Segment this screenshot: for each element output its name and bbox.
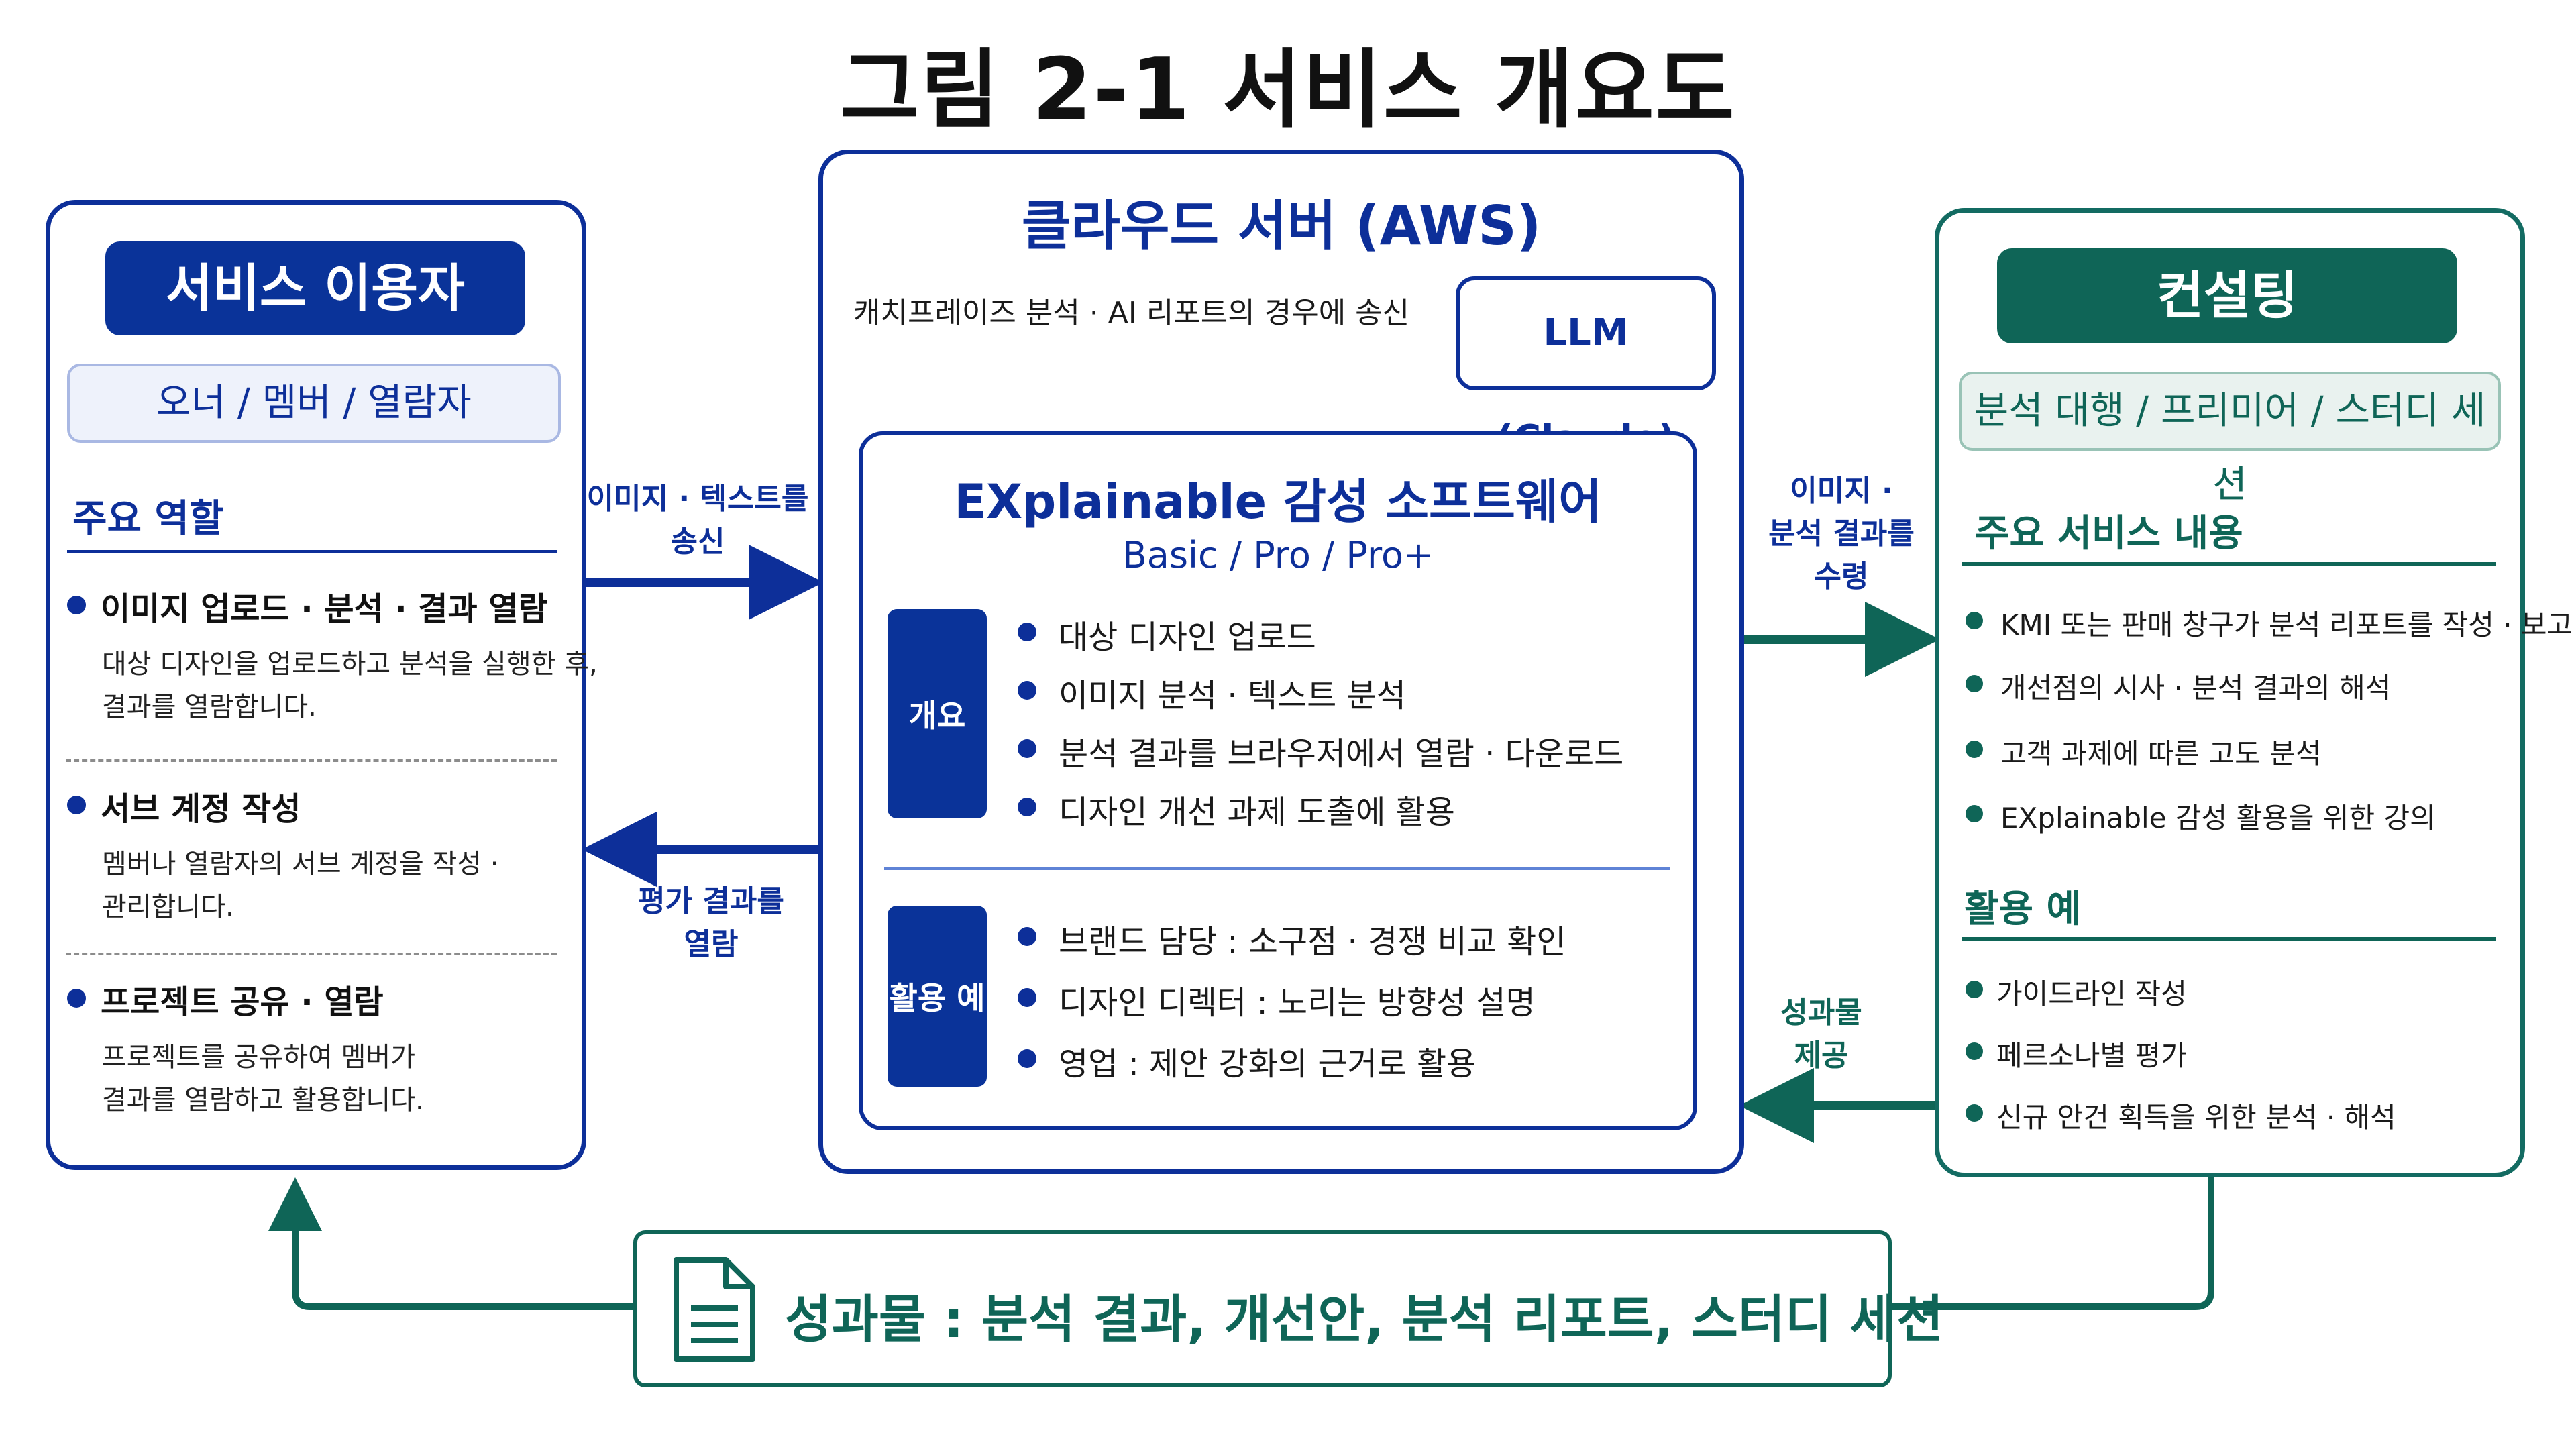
flow-label-line: 평가 결과를 xyxy=(638,884,784,918)
bullet-icon xyxy=(1018,681,1036,700)
llm-send-note: 캐치프레이즈 분석 · AI 리포트의 경우에 송신 xyxy=(853,296,1410,330)
overview-tag-label: 개요 xyxy=(908,698,966,734)
user-item-title: 이미지 업로드 · 분석 · 결과 열람 xyxy=(101,590,548,628)
overview-item: 대상 디자인 업로드 xyxy=(1059,619,1316,656)
outputs-box xyxy=(633,1230,1892,1387)
usage-item: 브랜드 담당 : 소구점 · 경쟁 비교 확인 xyxy=(1059,923,1566,961)
consulting-panel xyxy=(1935,208,2525,1177)
user-item-desc: 대상 디자인을 업로드하고 분석을 실행한 후, xyxy=(102,649,598,680)
flow-label-line: 제공 xyxy=(1794,1038,1849,1073)
flow-label-line: 성과물 xyxy=(1780,996,1862,1030)
user-item-desc: 결과를 열람하고 활용합니다. xyxy=(102,1085,424,1116)
flow-label-line: 분석 결과를 xyxy=(1768,517,1915,551)
user-section-title: 주요 역할 xyxy=(72,497,224,541)
outputs-text: 성과물 : 분석 결과, 개선안, 분석 리포트, 스터디 세션 xyxy=(785,1289,1944,1349)
flow-label-line: 열람 xyxy=(684,927,739,961)
bullet-icon xyxy=(67,796,86,814)
consult-service-item: 고객 과제에 따른 고도 분석 xyxy=(2000,737,2322,770)
overview-item: 이미지 분석 · 텍스트 분석 xyxy=(1059,677,1406,714)
user-item-title: 서브 계정 작성 xyxy=(101,790,301,828)
consult-service-item: EXplainable 감성 활용을 위한 강의 xyxy=(2000,802,2436,835)
flow-label-line: 이미지 · 텍스트를 xyxy=(586,482,809,516)
consulting-services-pill: 분석 대행 / 프리미어 / 스터디 세션 xyxy=(1959,372,2501,506)
service-user-panel xyxy=(46,200,586,1170)
bullet-icon xyxy=(1966,741,1983,758)
flow-label-line: 송신 xyxy=(670,525,725,559)
document-icon xyxy=(674,1257,755,1362)
user-item-desc: 프로젝트를 공유하여 멤버가 xyxy=(102,1042,416,1073)
overview-item: 분석 결과를 브라우저에서 열람 · 다운로드 xyxy=(1059,735,1624,773)
arrow-outputs-to-user xyxy=(268,1177,633,1310)
flow-label-cloud-to-user: 평가 결과를 열람 xyxy=(597,880,825,966)
consulting-panel-header: 컨설팅 xyxy=(1997,248,2457,343)
bullet-icon xyxy=(1018,1049,1036,1068)
usage-tag-label: 활용 예 xyxy=(889,980,985,1016)
cloud-section-divider xyxy=(884,867,1670,870)
overview-item: 디자인 개선 과제 도출에 활용 xyxy=(1059,794,1455,831)
cloud-panel-title: 클라우드 서버 (AWS) xyxy=(1021,195,1542,257)
bullet-icon xyxy=(1966,612,1983,629)
consult-service-item: 개선점의 시사 · 분석 결과의 해석 xyxy=(2000,672,2392,704)
user-item-title: 프로젝트 공유 · 열람 xyxy=(101,983,384,1021)
consult-service-item: KMI 또는 판매 창구가 분석 리포트를 작성 · 보고 xyxy=(2000,608,2573,641)
user-item-desc: 관리합니다. xyxy=(102,892,234,922)
software-tiers: Basic / Pro / Pro+ xyxy=(1122,534,1434,576)
user-section-underline xyxy=(67,550,557,553)
bullet-icon xyxy=(1966,981,1983,998)
item-divider xyxy=(66,759,557,762)
bullet-icon xyxy=(1018,988,1036,1007)
usage-item: 영업 : 제안 강화의 근거로 활용 xyxy=(1059,1045,1477,1083)
bullet-icon xyxy=(67,596,86,614)
bullet-icon xyxy=(67,989,86,1008)
bullet-icon xyxy=(1018,798,1036,816)
flow-label-user-to-cloud: 이미지 · 텍스트를 송신 xyxy=(584,478,812,564)
user-item-desc: 멤버나 열람자의 서브 계정을 작성 · xyxy=(102,849,499,879)
consult-usage-title: 활용 예 xyxy=(1964,888,2082,931)
flow-label-cloud-to-consult: 이미지 · 분석 결과를 수령 xyxy=(1744,470,1939,598)
usage-item: 디자인 디렉터 : 노리는 방향성 설명 xyxy=(1059,984,1536,1022)
page-title: 그림 2-1 서비스 개요도 xyxy=(840,40,1736,140)
flow-label-consult-to-cloud: 성과물 제공 xyxy=(1744,991,1898,1077)
flow-label-line: 수령 xyxy=(1814,559,1869,594)
user-item-desc: 결과를 열람합니다. xyxy=(102,692,317,722)
user-panel-header: 서비스 이용자 xyxy=(105,241,525,335)
bullet-icon xyxy=(1018,927,1036,946)
software-panel xyxy=(859,431,1697,1130)
usage-tag: 활용 예 xyxy=(888,906,987,1087)
item-divider xyxy=(66,953,557,955)
flow-label-line: 이미지 · xyxy=(1790,474,1893,508)
user-roles-pill: 오너 / 멤버 / 열람자 xyxy=(67,364,561,443)
bullet-icon xyxy=(1966,675,1983,692)
bullet-icon xyxy=(1966,1042,1983,1060)
consult-section-title: 주요 서비스 내용 xyxy=(1975,512,2243,555)
consult-usage-item: 페르소나별 평가 xyxy=(1996,1039,2187,1072)
consult-section-underline xyxy=(1962,562,2496,566)
llm-box: LLM (Claude) xyxy=(1456,276,1716,461)
bullet-icon xyxy=(1966,805,1983,822)
consult-usage-item: 신규 안건 획득을 위한 분석 · 해석 xyxy=(1996,1101,2396,1134)
bullet-icon xyxy=(1018,623,1036,641)
bullet-icon xyxy=(1966,1104,1983,1122)
consult-usage-item: 가이드라인 작성 xyxy=(1996,977,2187,1010)
bullet-icon xyxy=(1018,739,1036,758)
overview-tag: 개요 xyxy=(888,609,987,818)
software-title: EXplainable 감성 소프트웨어 xyxy=(954,474,1602,529)
consult-usage-underline xyxy=(1962,937,2496,941)
